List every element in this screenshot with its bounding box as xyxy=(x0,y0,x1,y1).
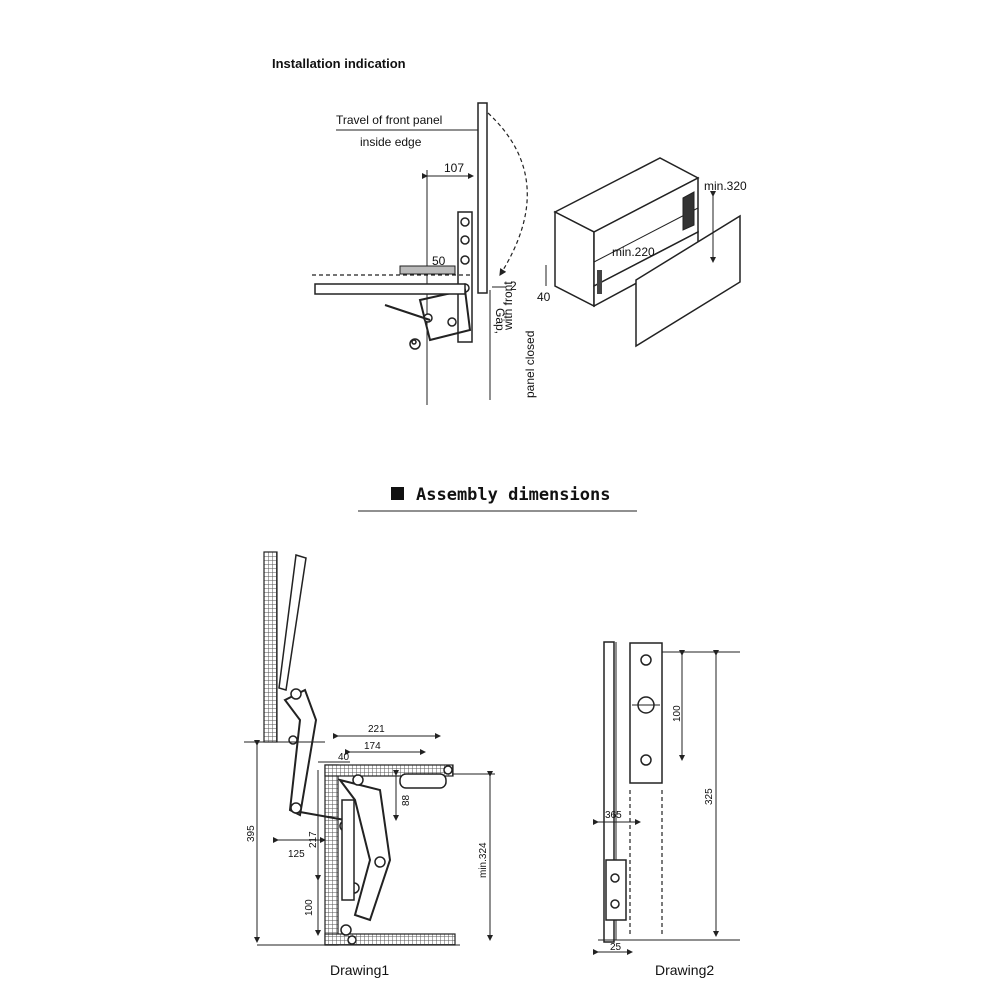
travel-label-line1: Travel of front panel xyxy=(336,113,442,127)
arm-connector xyxy=(299,811,346,821)
pivot-1 xyxy=(290,688,302,700)
gas-spring-cylinder xyxy=(399,773,447,789)
assembly-section: Assembly dimensions xyxy=(244,485,740,978)
dim-25: 25 xyxy=(610,942,622,953)
cabinet-left-wall xyxy=(324,764,339,946)
pivot-6 xyxy=(374,856,386,868)
gap-label-line2: with front xyxy=(501,281,515,331)
dim-40-d1: 40 xyxy=(338,752,350,763)
dim-min220: min.220 xyxy=(612,245,655,259)
bracket-screw-2 xyxy=(610,899,620,909)
gap-label-line1: Gap, xyxy=(493,308,507,334)
dim-365: 365 xyxy=(605,810,622,821)
assembly-title: Assembly dimensions xyxy=(416,485,610,505)
cabinet-hinge-mechanism xyxy=(682,191,695,231)
dim-40: 40 xyxy=(537,290,551,304)
pivot-4 xyxy=(352,774,364,786)
cabinet-handle xyxy=(597,270,602,294)
cabinet-bottom-wall xyxy=(324,933,456,946)
travel-arc xyxy=(487,112,528,277)
installation-title: Installation indication xyxy=(272,56,406,71)
side-panel-edge xyxy=(603,641,615,943)
top-wall-screw xyxy=(443,765,453,775)
drawing2-caption: Drawing2 xyxy=(655,962,714,978)
hinge-screw-3 xyxy=(460,255,470,265)
drawing2: 100 325 365 25 Drawing2 xyxy=(593,641,740,978)
gap-label-line3: panel closed xyxy=(523,331,537,398)
hinge-pin-c-center xyxy=(411,339,417,345)
dim-107: 107 xyxy=(444,161,464,175)
dim-221: 221 xyxy=(368,724,385,735)
hinge-pin-b xyxy=(447,317,457,327)
travel-label-line2: inside edge xyxy=(360,135,422,149)
drawing1-caption: Drawing1 xyxy=(330,962,389,978)
cabinet-shelf xyxy=(593,207,699,263)
flap-lid-raised xyxy=(278,554,307,691)
dim-395: 395 xyxy=(246,825,257,842)
lower-bracket xyxy=(605,859,627,921)
hinge-plate xyxy=(457,211,473,343)
cabinet-3d-view: min.320 min.220 40 xyxy=(537,157,747,348)
front-panel-open xyxy=(477,102,488,294)
installation-section: Installation indication Travel of front … xyxy=(272,56,747,405)
bracket-screw-1 xyxy=(610,873,620,883)
dim-217: 217 xyxy=(308,831,319,848)
hinge-mount-block xyxy=(399,265,456,275)
dim-100-d2: 100 xyxy=(672,705,683,722)
pivot-3 xyxy=(290,802,302,814)
dim-50: 50 xyxy=(432,254,446,268)
dim-min324: min.324 xyxy=(478,842,489,878)
dim-2: 2 xyxy=(510,279,517,293)
plate-hole-2 xyxy=(640,754,652,766)
mounting-plate xyxy=(341,799,355,901)
bottom-wall-screw xyxy=(347,935,357,945)
dim-174: 174 xyxy=(364,741,381,752)
plate-hole-1 xyxy=(640,654,652,666)
dim-325: 325 xyxy=(704,788,715,805)
dim-100-d1: 100 xyxy=(304,899,315,916)
section-bullet-icon xyxy=(391,487,404,500)
cabinet-top-panel xyxy=(314,283,466,295)
dim-125: 125 xyxy=(288,849,305,860)
arm-upper-link xyxy=(283,688,318,817)
cabinet-top-wall xyxy=(324,764,454,777)
hinge-screw-2 xyxy=(460,235,470,245)
hinge-lever xyxy=(384,304,431,321)
pivot-2 xyxy=(288,735,298,745)
hinge-screw-1 xyxy=(460,217,470,227)
flap-panel-hatched xyxy=(263,551,278,743)
dim-88: 88 xyxy=(401,794,412,806)
arm-lower-link xyxy=(337,778,392,922)
pivot-8 xyxy=(340,924,352,936)
drawing1: 221 174 40 88 395 125 217 100 min.324 Dr… xyxy=(244,551,495,978)
dim-min320: min.320 xyxy=(704,179,747,193)
